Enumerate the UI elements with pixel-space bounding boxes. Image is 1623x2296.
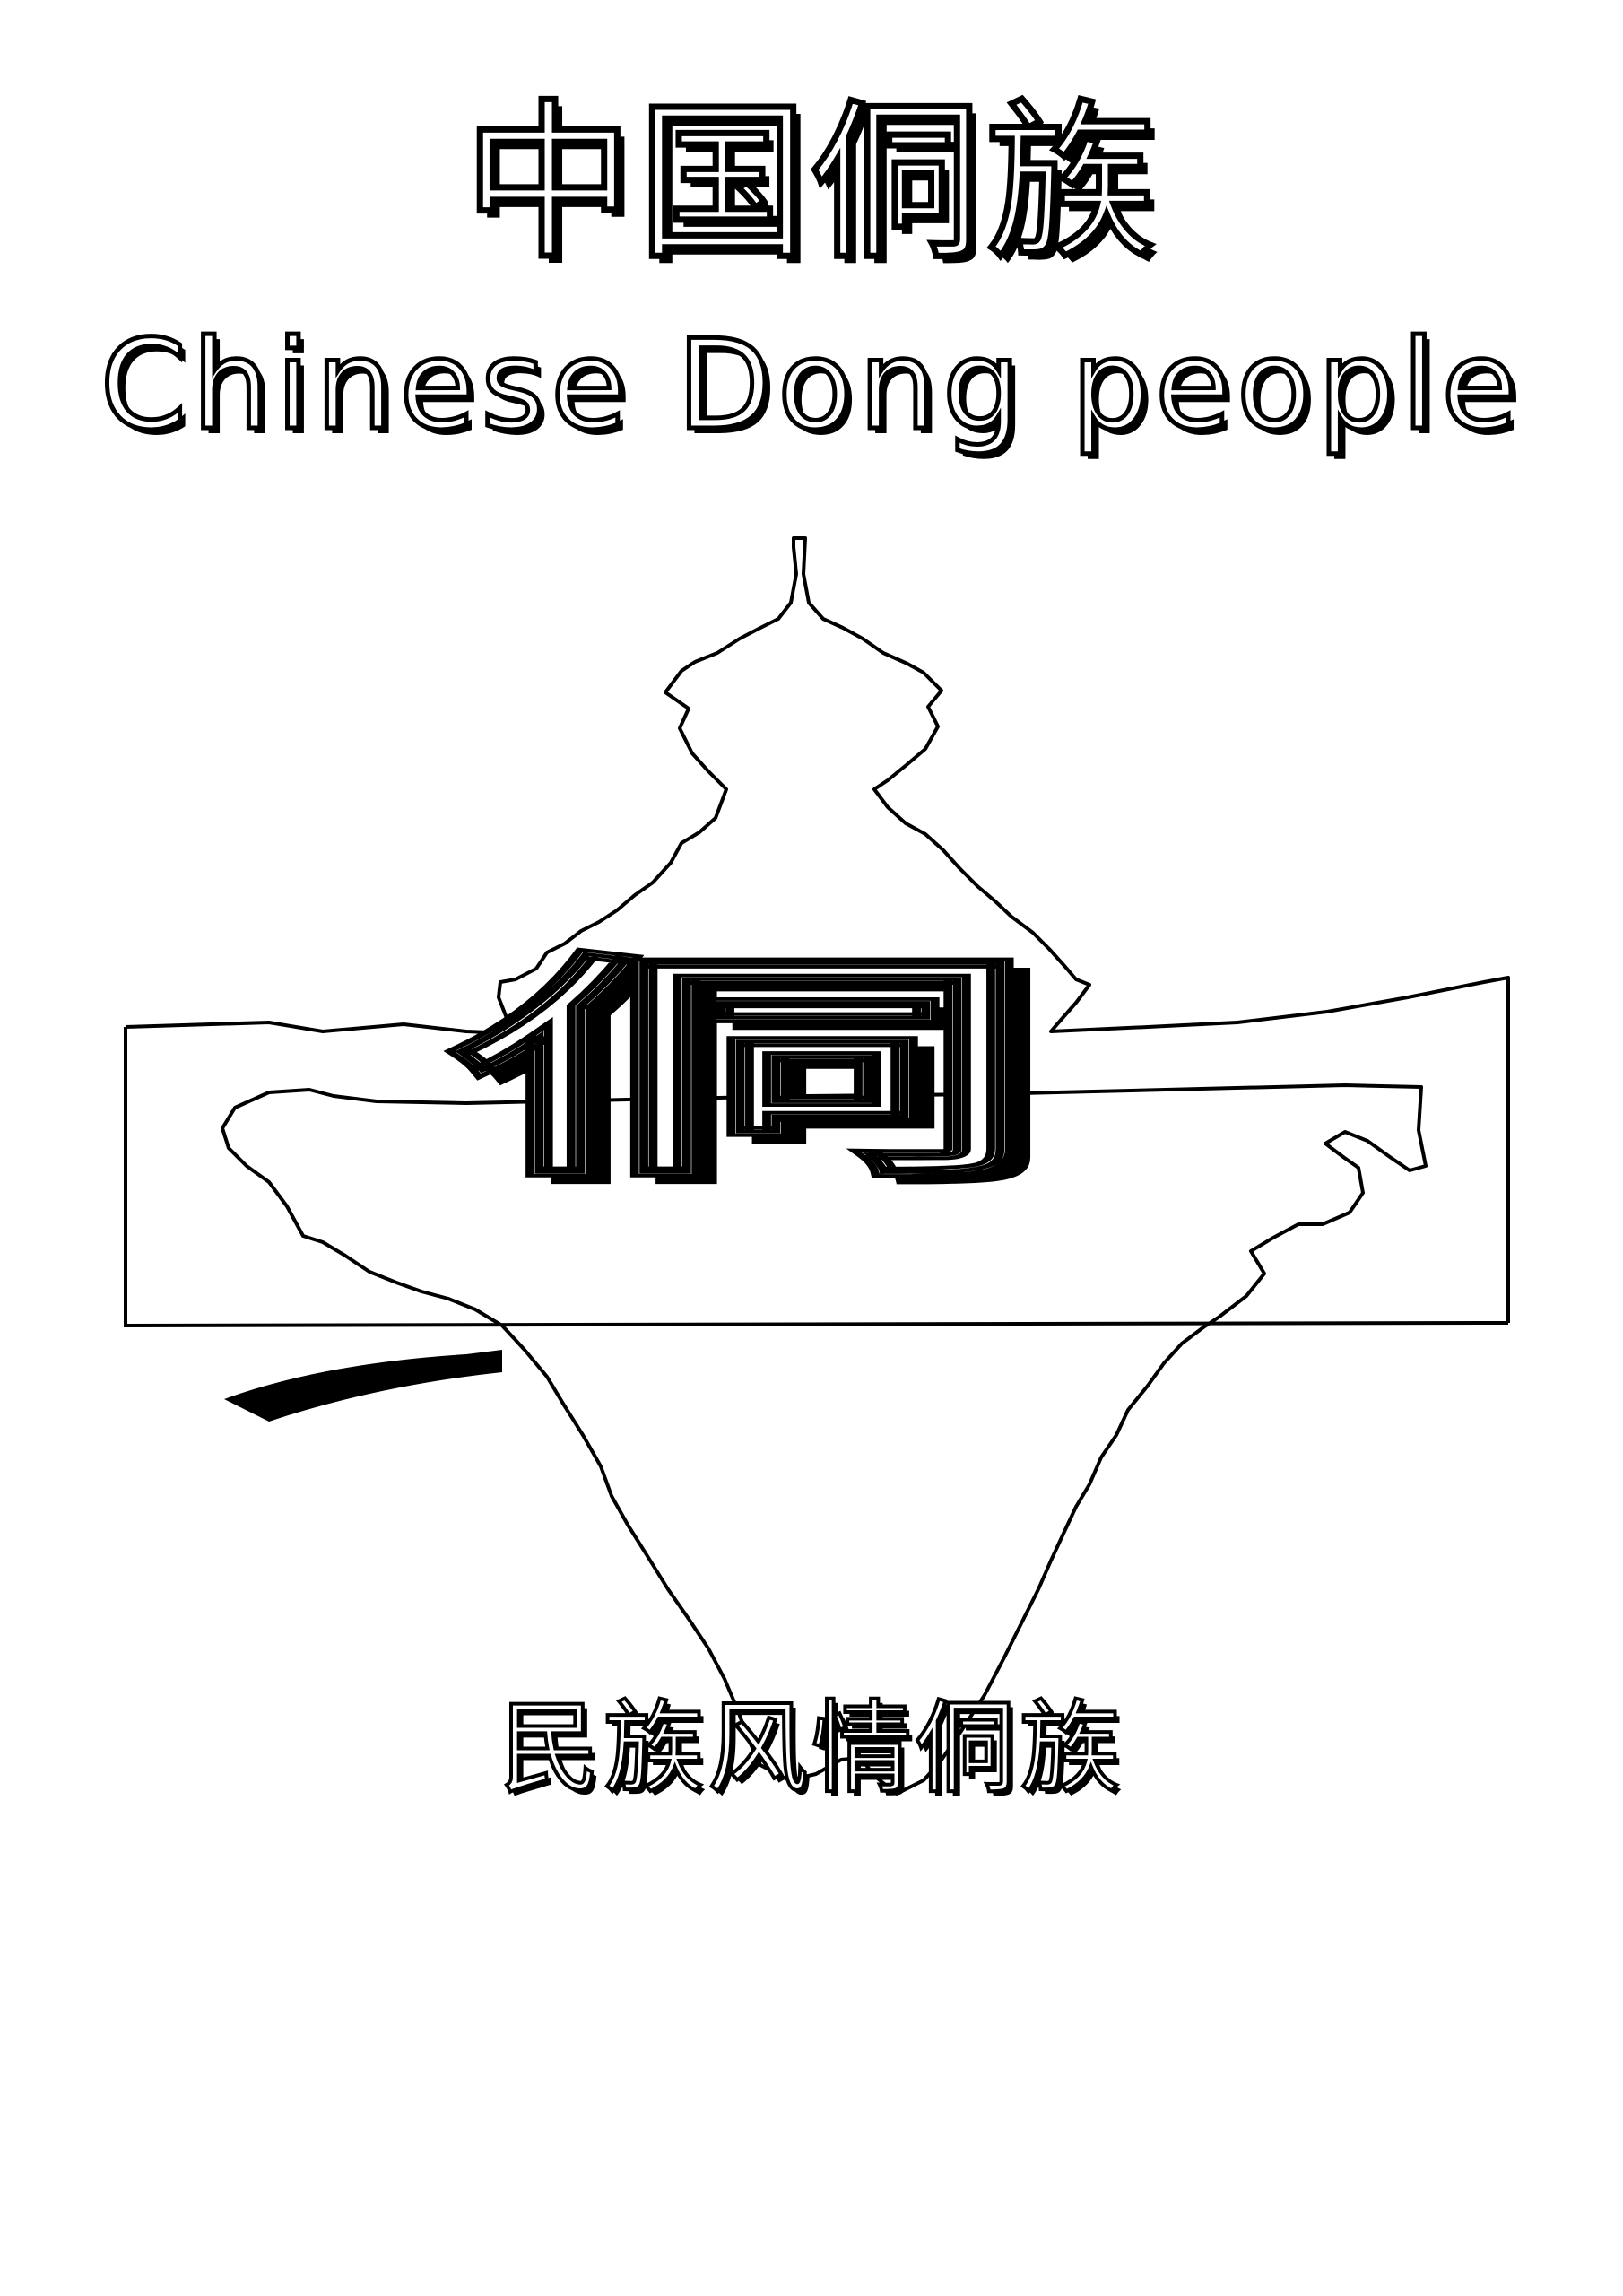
poster-title-chinese: 中国侗族: [460, 82, 1159, 285]
poster-title-english: Chinese Dong people: [98, 311, 1523, 460]
glyph-swoosh: [224, 1350, 502, 1422]
banner-frame: [124, 1027, 1509, 1328]
poster-subtitle-chinese: 民族风情侗族: [498, 1689, 1124, 1809]
emblem-glyph: 侗 侗: [224, 930, 1065, 1422]
map-outline: [221, 1083, 1428, 1796]
emblem-glyph-face: 侗: [440, 933, 1044, 1210]
drum-tower-outline: [125, 536, 1510, 1323]
emblem-glyph-shadow: 侗: [461, 941, 1064, 1218]
